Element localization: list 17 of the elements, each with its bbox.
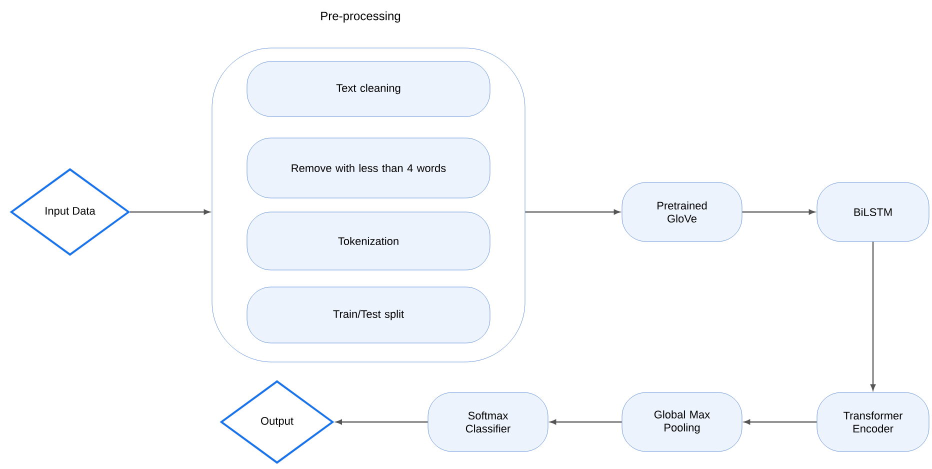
process-box: Softmax Classifier — [428, 392, 548, 452]
process-box: Pretrained GloVe — [622, 182, 742, 242]
arrow — [336, 419, 428, 425]
process-box: Global Max Pooling — [622, 392, 742, 452]
node-label: Pre-processing — [321, 11, 400, 23]
arrow — [130, 209, 210, 215]
process-box: Train/Test split — [246, 286, 490, 344]
process-box: Remove with less than 4 words — [246, 138, 490, 198]
arrow — [870, 242, 876, 390]
arrow — [742, 209, 815, 215]
process-box: Tokenization — [246, 212, 490, 270]
arrow — [525, 209, 620, 215]
process-box: BiLSTM — [816, 182, 930, 242]
process-box: Text cleaning — [246, 61, 490, 117]
arrow — [550, 419, 622, 425]
arrow — [744, 419, 817, 425]
process-box: Transformer Encoder — [816, 392, 930, 452]
